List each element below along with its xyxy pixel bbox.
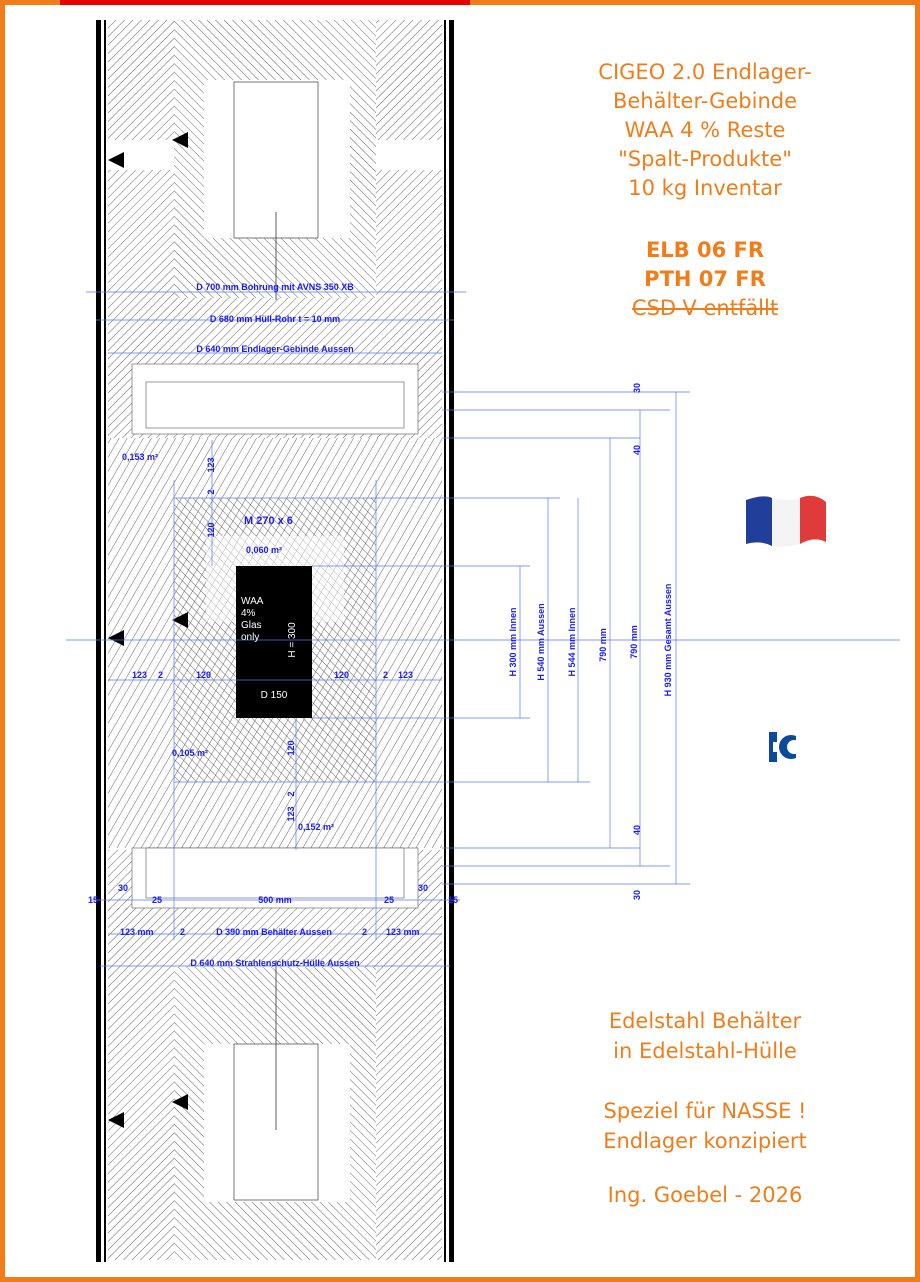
note-line-4: Endlager konzipiert <box>603 1129 807 1153</box>
r-30b: 30 <box>632 890 642 900</box>
b-15a: 15 <box>88 895 98 905</box>
code-block: ELB 06 FR PTH 07 FR CSD-V entfällt <box>545 236 865 323</box>
waa-glass-core <box>236 566 312 718</box>
core-text-2: 4% <box>241 608 256 619</box>
label-area-0060: 0,060 m² <box>246 545 282 555</box>
r-30a: 30 <box>632 383 642 393</box>
label-bore: D 700 mm Bohrung mit AVNS 350 XB <box>196 282 354 292</box>
core-diameter: D 150 <box>261 690 288 701</box>
dimension-lines <box>66 291 900 967</box>
code-csd-struck: CSD-V entfällt <box>631 296 779 320</box>
label-area-0152: 0,152 m² <box>298 822 334 832</box>
label-package: D 640 mm Endlager-Gebinde Aussen <box>196 344 353 354</box>
marker-arrows <box>108 132 188 1128</box>
top-accent-bar <box>60 0 470 5</box>
core-text-3: Glas <box>241 620 262 631</box>
r-790a: 790 mm <box>598 628 608 662</box>
borehole-walls <box>96 20 454 1262</box>
b-2a: 2 <box>180 927 185 937</box>
r-h300: H 300 mm Innen <box>508 607 518 676</box>
title-line-4: "Spalt-Produkte" <box>618 147 792 171</box>
dim-2a: 2 <box>158 670 163 680</box>
author-line: Ing. Goebel - 2026 <box>607 1183 803 1207</box>
label-tube: D 680 mm Hüll-Rohr t = 10 mm <box>210 314 340 324</box>
r-h540: H 540 mm Aussen <box>536 603 546 680</box>
v-123b: 123 <box>286 806 296 821</box>
b-30a: 30 <box>118 883 128 893</box>
r-790b: 790 mm <box>629 625 639 659</box>
lower-package <box>108 960 442 1260</box>
label-area-0105: 0,105 m² <box>172 748 208 758</box>
dim-123b: 123 <box>398 670 413 680</box>
core-text-4: only <box>241 632 259 643</box>
notes-block: Edelstahl Behälter in Edelstahl-Hülle Sp… <box>545 1006 865 1210</box>
v-120b: 120 <box>286 740 296 755</box>
note-line-1: Edelstahl Behälter <box>608 1009 802 1033</box>
b-25a: 25 <box>152 895 162 905</box>
b-2b: 2 <box>362 927 367 937</box>
code-elb: ELB 06 FR <box>645 238 765 262</box>
code-pth: PTH 07 FR <box>644 267 766 291</box>
france-flag-icon <box>746 495 826 547</box>
label-area-0153: 0,153 m² <box>122 452 158 462</box>
core-text-1: WAA <box>241 596 264 607</box>
label-thread: M 270 x 6 <box>244 515 293 527</box>
v-120: 120 <box>206 522 216 537</box>
b-15b: 15 <box>448 895 458 905</box>
r-40a: 40 <box>632 445 642 455</box>
note-line-3: Speziel für NASSE ! <box>603 1099 807 1123</box>
title-line-1: CIGEO 2.0 Endlager- <box>598 60 812 84</box>
b-30b: 30 <box>418 883 428 893</box>
core-height: H = 300 <box>287 622 298 658</box>
r-40b: 40 <box>632 825 642 835</box>
b-container: D 390 mm Behälter Aussen <box>216 927 332 937</box>
r-h930: H 930 mm Gesamt Aussen <box>663 584 673 697</box>
company-logo-icon <box>765 728 805 766</box>
dim-120b: 120 <box>334 670 349 680</box>
dim-123a: 123 <box>132 670 147 680</box>
dim-2b: 2 <box>383 670 388 680</box>
v-2: 2 <box>206 489 216 494</box>
b-500: 500 mm <box>258 895 292 905</box>
b-shield: D 640 mm Strahlenschutz-Hülle Aussen <box>190 958 359 968</box>
middle-package <box>108 298 442 968</box>
b-25b: 25 <box>384 895 394 905</box>
note-spacer <box>545 1066 865 1096</box>
v-123: 123 <box>206 457 216 472</box>
v-2b: 2 <box>286 791 296 796</box>
title-line-2: Behälter-Gebinde <box>612 89 798 113</box>
r-h544: H 544 mm Innen <box>567 607 577 676</box>
note-line-2: in Edelstahl-Hülle <box>613 1039 797 1063</box>
dimension-texts: D 700 mm Bohrung mit AVNS 350 XB D 680 m… <box>88 282 673 968</box>
title-line-5: 10 kg Inventar <box>628 176 782 200</box>
dim-120a: 120 <box>196 670 211 680</box>
b-123b: 123 mm <box>386 927 420 937</box>
title-block: CIGEO 2.0 Endlager- Behälter-Gebinde WAA… <box>545 58 865 203</box>
title-line-3: WAA 4 % Reste <box>624 118 786 142</box>
b-123a: 123 mm <box>120 927 154 937</box>
upper-package <box>108 20 442 300</box>
